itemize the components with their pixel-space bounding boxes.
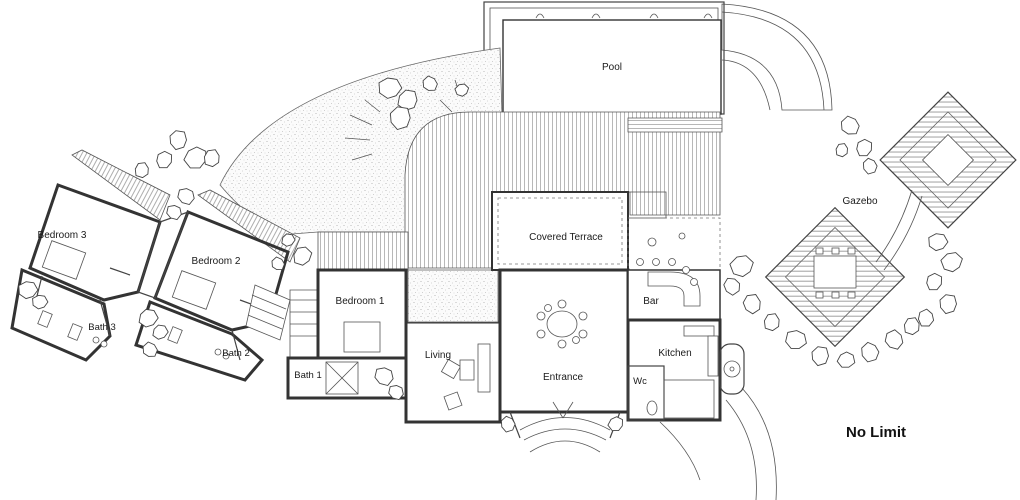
tree-icon [389,106,411,131]
entrance-hall [498,268,630,453]
tree-icon [835,143,848,158]
tree-icon [142,341,158,357]
bed-icon [41,240,87,280]
tree-icon [388,385,404,401]
pool-area [483,1,833,115]
dining-table-icon [813,255,857,289]
tree-icon [884,329,904,350]
service-block [626,232,745,422]
tree-icon [134,162,149,179]
tree-icon [422,75,438,91]
tree-icon [836,351,856,368]
tree-icon [18,281,39,300]
tree-icon [840,115,860,135]
label-bedroom-3: Bedroom 3 [38,230,87,241]
tree-icon [861,341,880,363]
tree-icon [763,313,780,332]
tree-icon [500,415,516,433]
gazebo [764,91,1017,348]
tree-icon [374,367,394,387]
tree-icon [856,138,873,157]
tree-icon [138,308,159,328]
brand-logo: No Limit [846,424,906,441]
west-stairs [245,284,319,359]
tree-icon [169,130,187,151]
label-gazebo: Gazebo [842,196,877,207]
tree-icon [862,157,878,175]
tree-icon [917,308,935,327]
tree-icon [903,317,920,336]
label-bath-2: Bath 2 [222,348,249,359]
label-entrance: Entrance [543,372,583,383]
label-bath-1: Bath 1 [294,370,321,381]
tree-icon [926,272,943,291]
tree-icon [152,324,169,340]
bed-icon [343,321,381,353]
tree-icon [166,205,182,221]
tree-icon [281,233,296,247]
tree-icon [378,77,403,99]
covered-terrace [491,191,629,271]
room-labels: Pool Bedroom 3 Bedroom 2 Bedroom 1 Cover… [38,62,878,387]
label-pool: Pool [602,62,622,73]
bedroom-1-block [286,268,408,400]
tree-icon [156,150,173,169]
bed-icon [171,270,217,310]
tree-icon [723,277,741,296]
label-kitchen: Kitchen [658,348,691,359]
tree-icon [183,146,207,169]
tree-icon [811,346,829,367]
label-bath-3: Bath 3 [88,322,115,333]
tree-icon [939,294,957,315]
tree-icon [940,252,963,273]
label-bedroom-2: Bedroom 2 [192,256,241,267]
sofa-icon [477,343,491,393]
landscaping [18,75,963,433]
label-wc: Wc [633,376,647,387]
label-bedroom-1: Bedroom 1 [336,296,385,307]
tree-icon [785,330,807,349]
tree-icon [293,246,313,266]
tree-icon [271,256,285,271]
tree-icon [177,188,195,206]
dining-table-icon [546,310,578,338]
tree-icon [742,294,761,315]
west-wing [10,149,301,382]
spiral-stair-icon [719,343,745,395]
tree-icon [607,416,623,432]
label-bar: Bar [643,296,659,307]
pool-water [502,19,722,115]
tree-icon [729,255,754,278]
tree-icon [454,83,470,97]
tree-icon [32,294,49,310]
tree-icon [928,233,949,252]
living-room [404,320,502,424]
label-covered-terrace: Covered Terrace [529,232,603,243]
tree-icon [203,149,220,168]
label-living: Living [425,350,451,361]
